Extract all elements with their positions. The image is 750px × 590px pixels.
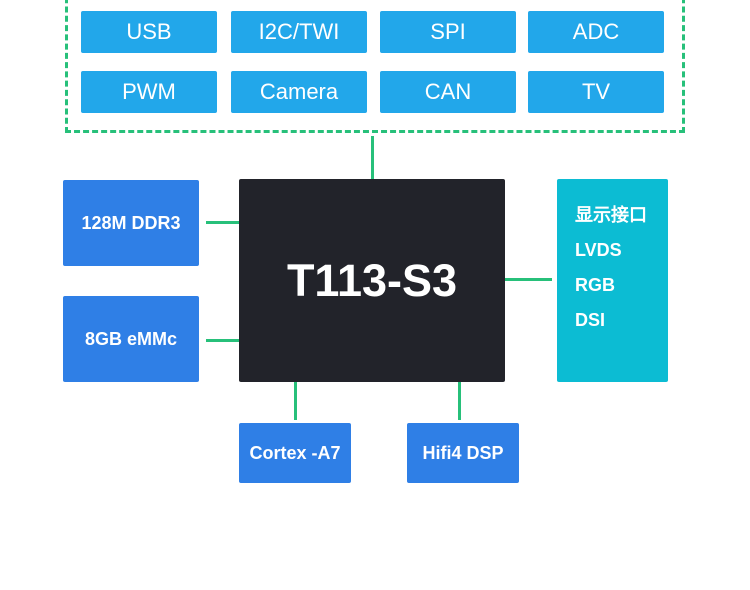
- display-item-dsi: DSI: [575, 310, 606, 330]
- connector-emmc-soc: [206, 339, 239, 342]
- peripheral-adc: ADC: [528, 11, 664, 53]
- dsp-core-box: Hifi4 DSP: [407, 423, 519, 483]
- display-item-lvds: LVDS: [575, 240, 622, 260]
- peripheral-can: CAN: [380, 71, 516, 113]
- peripheral-usb: USB: [81, 11, 217, 53]
- display-item-rgb: RGB: [575, 275, 615, 295]
- connector-soc-display: [505, 278, 552, 281]
- dsp-label: Hifi4 DSP: [422, 442, 504, 463]
- cortex-label: Cortex -A7: [249, 442, 341, 463]
- emmc-label: 8GB eMMc: [84, 328, 178, 349]
- peripheral-tv: TV: [528, 71, 664, 113]
- peripheral-spi: SPI: [380, 11, 516, 53]
- peripheral-group: [65, 0, 685, 133]
- soc-chip: T113-S3: [239, 179, 505, 382]
- peripheral-pwm: PWM: [81, 71, 217, 113]
- emmc-storage-box: 8GB eMMc: [63, 296, 199, 382]
- connector-soc-cortex: [294, 382, 297, 420]
- connector-peripherals-soc: [371, 136, 374, 179]
- display-interface-box: 显示接口 LVDS RGB DSI: [557, 179, 668, 382]
- connector-ddr-soc: [206, 221, 239, 224]
- peripheral-i2c-twi: I2C/TWI: [231, 11, 367, 53]
- peripheral-camera: Camera: [231, 71, 367, 113]
- soc-label: T113-S3: [286, 254, 458, 306]
- ddr-memory-box: 128M DDR3: [63, 180, 199, 266]
- connector-soc-dsp: [458, 382, 461, 420]
- cortex-core-box: Cortex -A7: [239, 423, 351, 483]
- ddr-label: 128M DDR3: [81, 212, 181, 233]
- display-title: 显示接口: [575, 205, 647, 225]
